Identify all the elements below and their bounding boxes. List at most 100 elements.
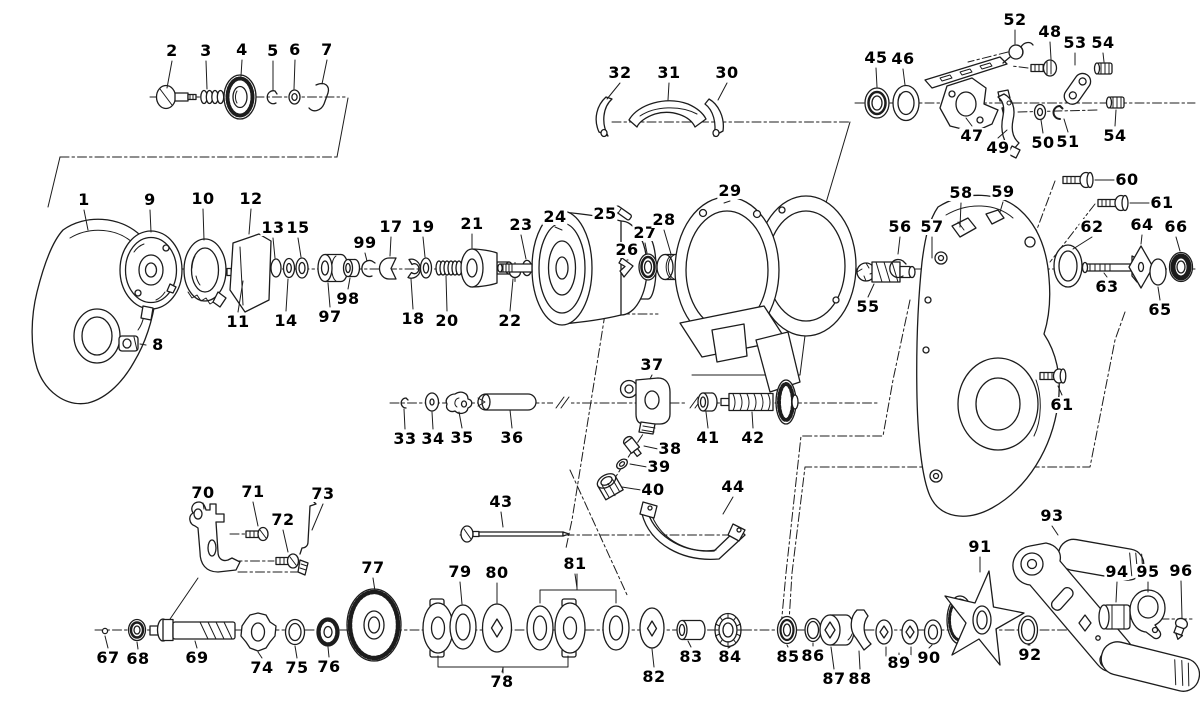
- part-24-spool: [497, 210, 657, 326]
- part-40-cap-nut: [596, 473, 624, 501]
- part-50-washer: [1033, 103, 1047, 121]
- part-93-handle: [1012, 538, 1200, 692]
- part-label-45: 45: [863, 48, 889, 67]
- part-82-drag-washer: [639, 607, 665, 649]
- part-label-67: 67: [95, 648, 121, 667]
- part-label-91: 91: [967, 537, 993, 556]
- part-label-28: 28: [651, 210, 677, 229]
- part-label-84: 84: [717, 647, 743, 666]
- part-label-70: 70: [190, 483, 216, 502]
- part-label-22: 22: [497, 311, 523, 330]
- part-66-seal-ring: [1168, 251, 1194, 283]
- part-38-plunger: [622, 435, 642, 458]
- part-label-96: 96: [1168, 561, 1194, 580]
- part-label-85: 85: [775, 647, 801, 666]
- part-43-screw-long: [460, 525, 570, 543]
- part-39-washer: [616, 458, 628, 470]
- part-label-68: 68: [125, 649, 151, 668]
- part-label-41: 41: [695, 428, 721, 447]
- part-label-87: 87: [821, 669, 847, 688]
- part-label-18: 18: [400, 309, 426, 328]
- part-label-71: 71: [240, 482, 266, 501]
- part-label-83: 83: [678, 647, 704, 666]
- part-47-clutch-cam: [924, 56, 1014, 133]
- part-label-64: 64: [1129, 215, 1155, 234]
- part-label-81: 81: [562, 554, 588, 573]
- part-label-75: 75: [284, 658, 310, 677]
- part-62-ring: [1053, 244, 1083, 288]
- bracket-78: [437, 655, 569, 674]
- part-label-31: 31: [656, 63, 682, 82]
- part-20-spring: [435, 260, 463, 276]
- part-label-11: 11: [225, 312, 251, 331]
- part-label-60: 60: [1114, 170, 1140, 189]
- part-label-90: 90: [916, 648, 942, 667]
- part-label-99: 99: [352, 233, 378, 252]
- part-78-eared-washer-a: [422, 598, 454, 658]
- part-label-12: 12: [238, 189, 264, 208]
- part-label-53: 53: [1062, 33, 1088, 52]
- part-label-14: 14: [273, 311, 299, 330]
- part-label-19: 19: [410, 217, 436, 236]
- part-label-15: 15: [285, 218, 311, 237]
- part-78-eared-washer-b: [554, 598, 586, 658]
- part-42-worm-shaft: [720, 379, 799, 425]
- part-label-2: 2: [165, 41, 179, 60]
- part-label-52: 52: [1002, 10, 1028, 29]
- part-98-bushing: [342, 258, 361, 278]
- part-label-21: 21: [459, 214, 485, 233]
- part-label-76: 76: [316, 657, 342, 676]
- part-52-spring: [1002, 41, 1034, 64]
- part-label-27: 27: [632, 223, 658, 242]
- part-59-right-side-plate: [916, 194, 1060, 517]
- part-10-ring-gear: [183, 238, 227, 308]
- part-label-37: 37: [639, 355, 665, 374]
- part-label-51: 51: [1055, 132, 1081, 151]
- part-61-screw: [1097, 194, 1129, 212]
- part-label-56: 56: [887, 217, 913, 236]
- part-85-washer: [776, 615, 798, 645]
- part-label-47: 47: [959, 126, 985, 145]
- part-label-74: 74: [249, 658, 275, 677]
- part-label-55: 55: [855, 297, 881, 316]
- part-64-drive-cam-washer: [1128, 245, 1154, 289]
- part-label-32: 32: [607, 63, 633, 82]
- part-92-ring: [1017, 615, 1039, 645]
- part-8-clip: [118, 335, 139, 352]
- part-label-61: 61: [1149, 193, 1175, 212]
- part-label-72: 72: [270, 510, 296, 529]
- part-label-38: 38: [657, 439, 683, 458]
- part-87-drive-drum: [819, 614, 855, 646]
- part-51-e-clip: [1052, 105, 1064, 120]
- part-68-bearing: [127, 618, 147, 642]
- part-label-30: 30: [714, 63, 740, 82]
- part-88-spring-clip: [850, 609, 872, 651]
- part-70-kick-lever: [189, 501, 241, 573]
- part-30-cover-clip: [704, 98, 724, 138]
- part-89-washer-a: [875, 619, 893, 645]
- part-91-star-drag: [944, 570, 1025, 666]
- part-label-23: 23: [508, 215, 534, 234]
- part-label-50: 50: [1030, 133, 1056, 152]
- part-label-4: 4: [235, 40, 249, 59]
- part-56-clip: [889, 258, 907, 279]
- part-61-screw-lower: [1039, 368, 1067, 384]
- part-74-ratchet: [240, 612, 277, 652]
- part-label-42: 42: [740, 428, 766, 447]
- part-label-93: 93: [1039, 506, 1065, 525]
- part-53-link-lever: [1063, 72, 1092, 105]
- part-41-bushing: [697, 392, 718, 412]
- part-label-65: 65: [1147, 300, 1173, 319]
- part-label-3: 3: [199, 41, 213, 60]
- part-label-58: 58: [948, 183, 974, 202]
- part-label-26: 26: [614, 240, 640, 259]
- part-37-line-guide: [619, 377, 671, 435]
- part-77-main-gear: [346, 588, 402, 662]
- part-label-17: 17: [378, 217, 404, 236]
- part-label-80: 80: [484, 563, 510, 582]
- part-label-97: 97: [317, 307, 343, 326]
- part-69-drive-shaft: [149, 618, 236, 642]
- part-4-tension-dial: [223, 74, 257, 120]
- part-45-bearing: [864, 87, 890, 119]
- part-86-ring: [804, 617, 822, 643]
